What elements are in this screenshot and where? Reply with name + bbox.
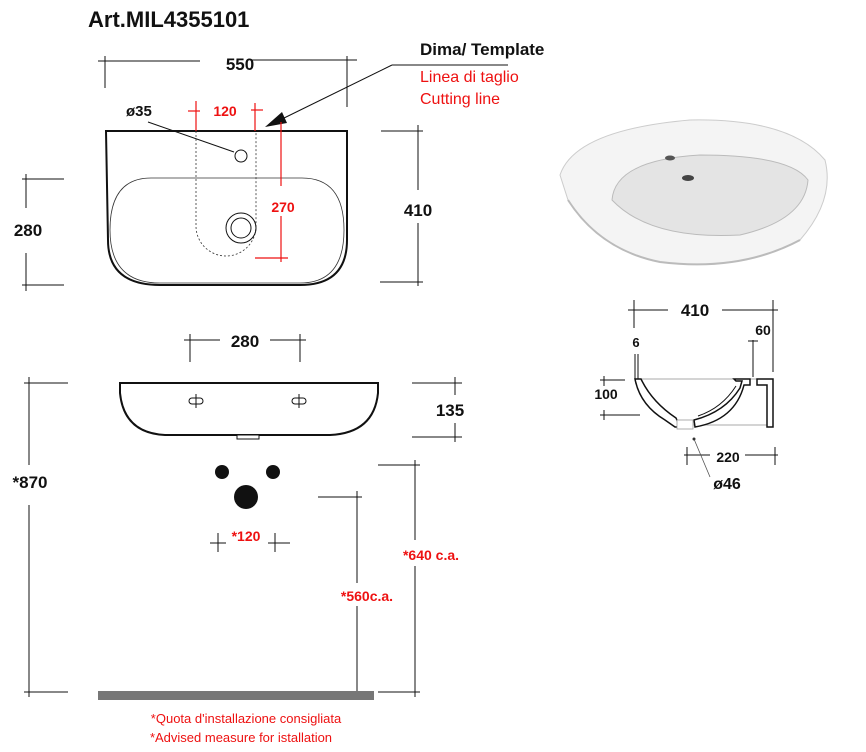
dim-rim-60: 60 <box>755 322 771 338</box>
tap-hole-icon <box>665 155 675 161</box>
template-line-it: Linea di taglio <box>420 69 519 86</box>
drain-icon <box>225 212 257 244</box>
dim-width-550: 550 <box>226 55 254 74</box>
water-supply-icon <box>266 465 280 479</box>
footnote-english: *Advised measure for istallation <box>150 730 332 745</box>
dim-bowl-100: 100 <box>594 386 618 402</box>
dim-height-640: *640 c.a. <box>403 547 459 563</box>
front-view: 280 135 *870 *120 *640 c.a. <box>13 332 464 700</box>
overflow-icon <box>682 175 694 181</box>
waste-outlet-icon <box>234 485 258 509</box>
floor-line <box>98 691 374 700</box>
dim-total-870: *870 <box>13 473 48 492</box>
tap-hole-icon <box>234 149 248 163</box>
fixing-bolt-icon <box>188 394 204 408</box>
side-view: 410 60 6 100 220 ø46 <box>594 300 778 493</box>
dim-height-135: 135 <box>436 401 464 420</box>
dim-depth-410: 410 <box>404 201 432 220</box>
template-callout: Dima/ Template Linea di taglio Cutting l… <box>265 40 544 127</box>
product-render <box>559 119 828 266</box>
dim-side-depth: 410 <box>681 301 709 320</box>
article-title: Art.MIL4355101 <box>88 7 249 32</box>
template-heading: Dima/ Template <box>420 40 544 59</box>
dim-waste-120: *120 <box>232 528 261 544</box>
fixing-bolt-icon <box>291 394 307 408</box>
arrow-head-icon <box>265 112 287 127</box>
dim-drain-46: ø46 <box>713 476 741 493</box>
top-view: 550 ø35 120 270 410 280 <box>14 55 432 291</box>
dim-tap-hole: ø35 <box>126 103 152 120</box>
dim-rim-6: 6 <box>632 335 639 350</box>
dim-drain-220: 220 <box>716 449 740 465</box>
water-supply-icon <box>215 465 229 479</box>
dim-cut-width: 120 <box>213 103 237 119</box>
dim-cut-length: 270 <box>271 199 295 215</box>
dim-bowl-280: 280 <box>14 221 42 240</box>
template-line-en: Cutting line <box>420 91 500 108</box>
dim-height-560: *560c.a. <box>341 588 393 604</box>
footnote-italian: *Quota d'installazione consigliata <box>151 711 342 726</box>
dim-fixing-280: 280 <box>231 332 259 351</box>
